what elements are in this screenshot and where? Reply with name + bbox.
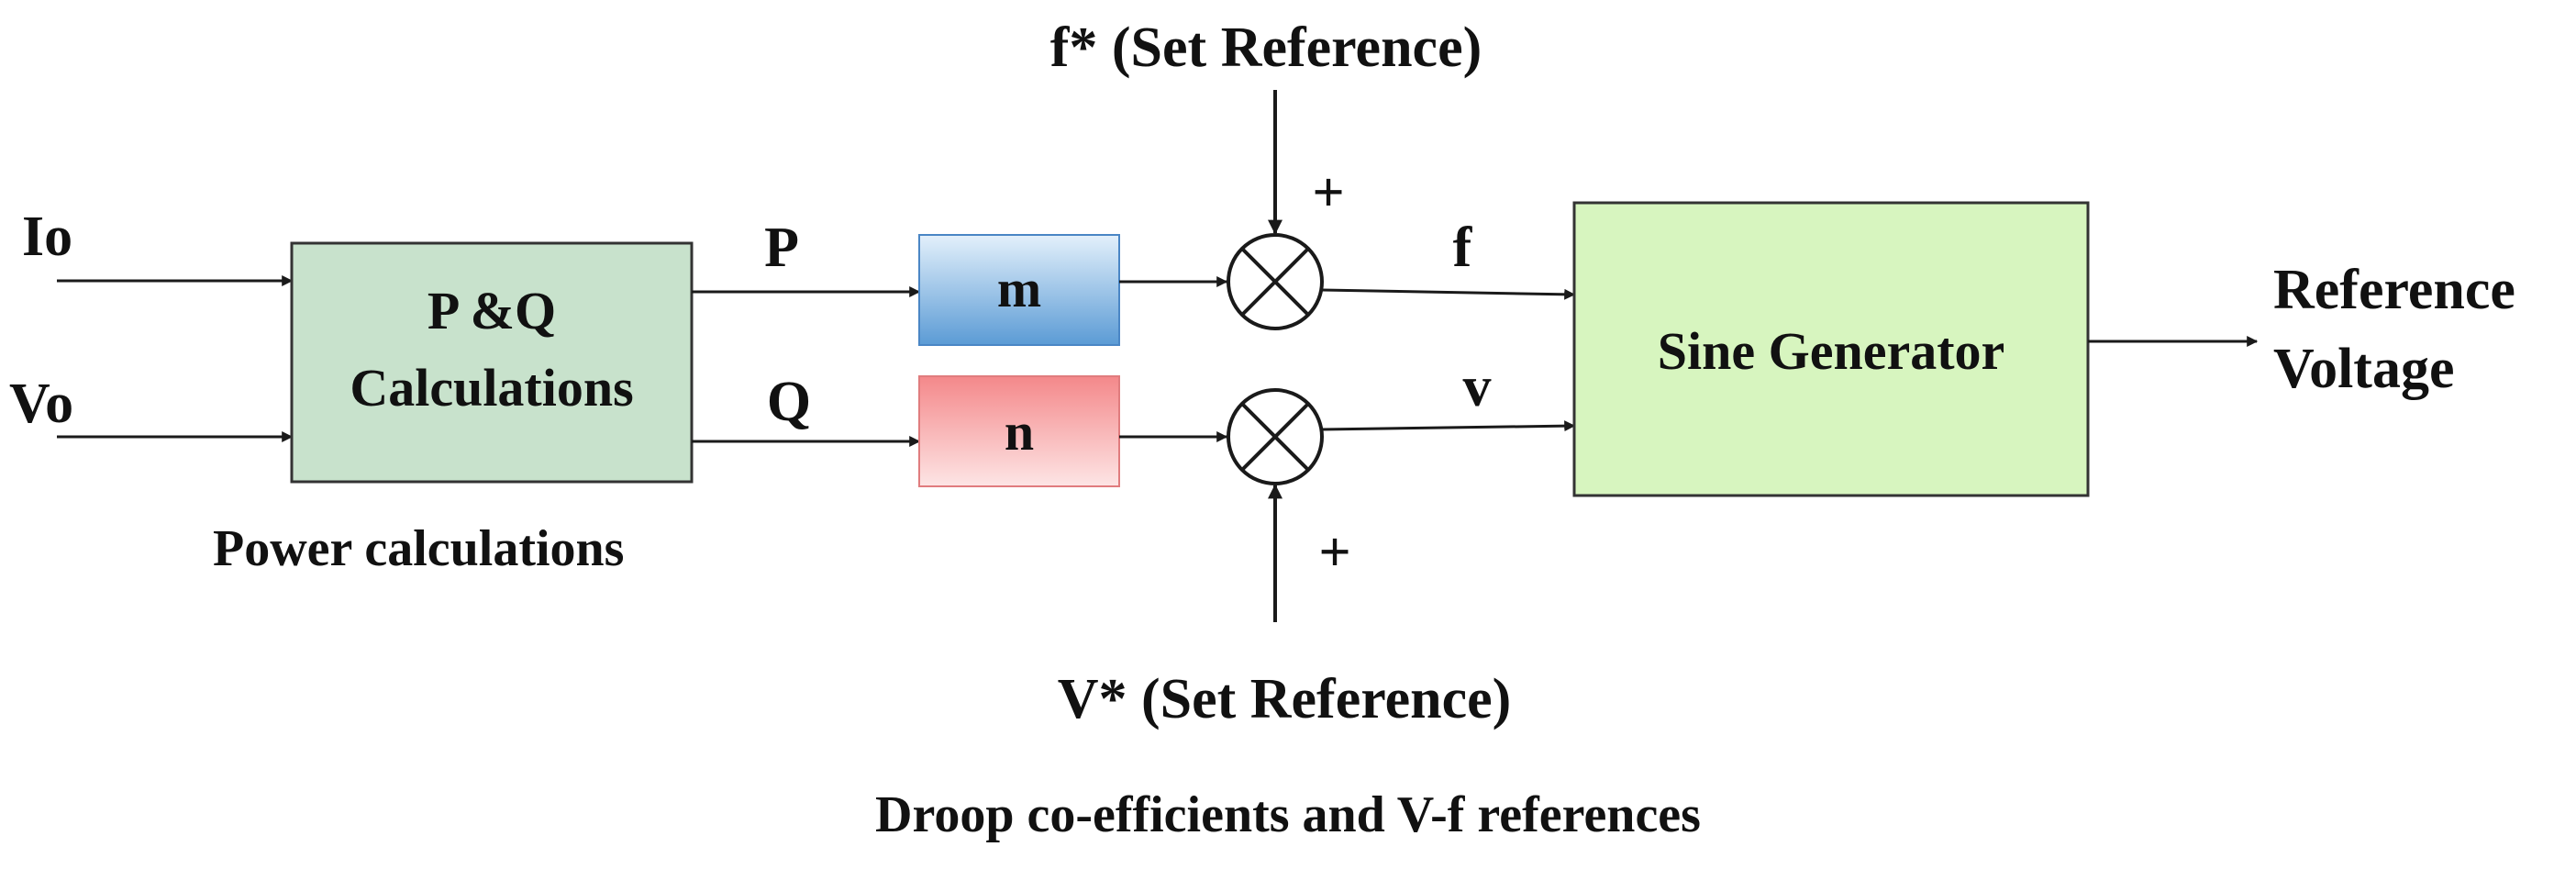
sine-generator-label: Sine Generator <box>1658 321 2005 381</box>
reference-voltage-line1: Reference <box>2273 259 2515 321</box>
power-calculations-caption: Power calculations <box>213 520 624 577</box>
io-label: Io <box>22 206 72 268</box>
reference-voltage-line2: Voltage <box>2273 338 2454 400</box>
f-signal-label: f <box>1453 217 1473 279</box>
q-signal-label: Q <box>767 371 811 433</box>
droop-gain-n-label: n <box>1005 402 1034 462</box>
droop-gain-m-block <box>918 234 1120 346</box>
f-signal-wire <box>1321 288 1576 300</box>
droop-gain-n-block <box>918 375 1120 487</box>
sine-generator-block <box>1572 201 2090 497</box>
pq-block-line1: P &Q <box>427 281 556 340</box>
v-set-reference-label: V* (Set Reference) <box>1058 668 1512 730</box>
plus-sign-top: + <box>1312 162 1344 224</box>
v-signal-label: v <box>1463 356 1492 418</box>
vo-label: Vo <box>9 373 73 435</box>
frequency-summing-junction <box>1227 233 1324 330</box>
droop-gain-m-label: m <box>997 259 1041 318</box>
f-set-reference-label: f* (Set Reference) <box>1050 17 1482 79</box>
droop-caption: Droop co-efficients and V-f references <box>875 786 1701 843</box>
plus-sign-bottom: + <box>1318 521 1350 584</box>
p-signal-label: P <box>764 217 799 279</box>
pq-block-line2: Calculations <box>350 358 633 418</box>
voltage-summing-junction <box>1227 388 1324 485</box>
pq-calculations-block <box>290 241 694 484</box>
v-signal-wire <box>1321 420 1576 432</box>
